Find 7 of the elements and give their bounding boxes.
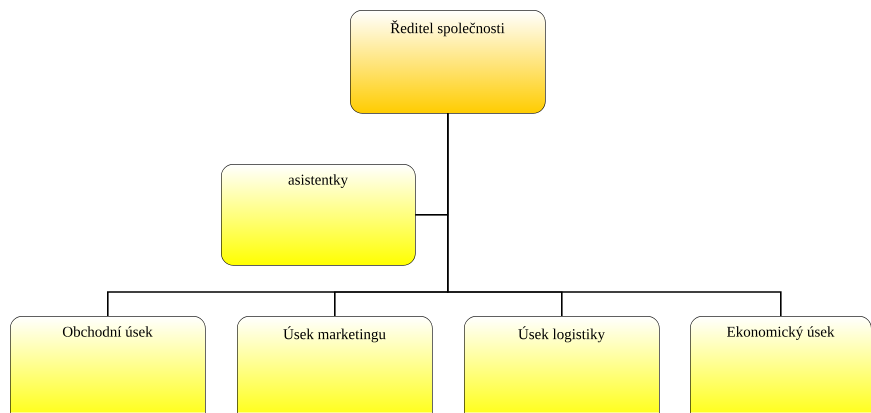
org-box: Ekonomický úsek	[690, 316, 871, 413]
connector-line	[447, 114, 782, 316]
org-box: asistentky	[221, 164, 416, 266]
org-box: Obchodní úsek	[10, 316, 206, 413]
org-box: Úsek logistiky	[464, 316, 660, 413]
title-box: Ředitel společnosti	[350, 10, 546, 114]
org-box: Úsek marketingu	[237, 316, 433, 413]
